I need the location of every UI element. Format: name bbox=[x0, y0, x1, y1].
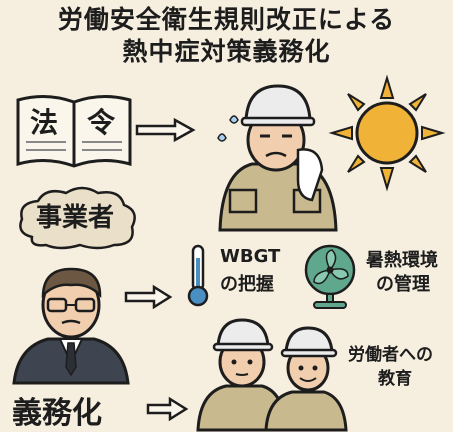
employer-cloud-shape bbox=[19, 186, 136, 250]
obligation-label: 義務化 bbox=[12, 396, 102, 431]
right-arrow-icon bbox=[124, 284, 173, 310]
open-book-icon bbox=[16, 95, 132, 168]
environment-label-line2: の管理 bbox=[376, 274, 430, 295]
title-line-2: 熱中症対策義務化 bbox=[122, 37, 331, 66]
right-arrow-icon bbox=[135, 117, 196, 143]
sweating-worker-illustration bbox=[217, 84, 338, 232]
education-label-line1: 労働者への bbox=[348, 345, 433, 365]
wbgt-label-line2: の把握 bbox=[220, 274, 274, 295]
two-workers-illustration bbox=[196, 318, 348, 432]
education-label-line2: 教育 bbox=[378, 369, 412, 389]
employer-label: 事業者 bbox=[36, 203, 115, 233]
page-title: 労働安全衛生規則改正による 熱中症対策義務化 bbox=[0, 4, 453, 68]
environment-label-line1: 暑熱環境 bbox=[366, 250, 438, 271]
electric-fan-icon bbox=[304, 244, 356, 309]
sun-icon bbox=[328, 74, 446, 192]
title-line-1: 労働安全衛生規則改正による bbox=[57, 5, 396, 34]
right-arrow-icon bbox=[146, 396, 189, 422]
thermometer-icon bbox=[187, 244, 209, 307]
book-left-text: 法 bbox=[30, 106, 59, 139]
book-right-text: 令 bbox=[87, 106, 116, 139]
wbgt-label-line1: WBGT bbox=[220, 246, 281, 267]
businessman-illustration bbox=[12, 267, 130, 385]
